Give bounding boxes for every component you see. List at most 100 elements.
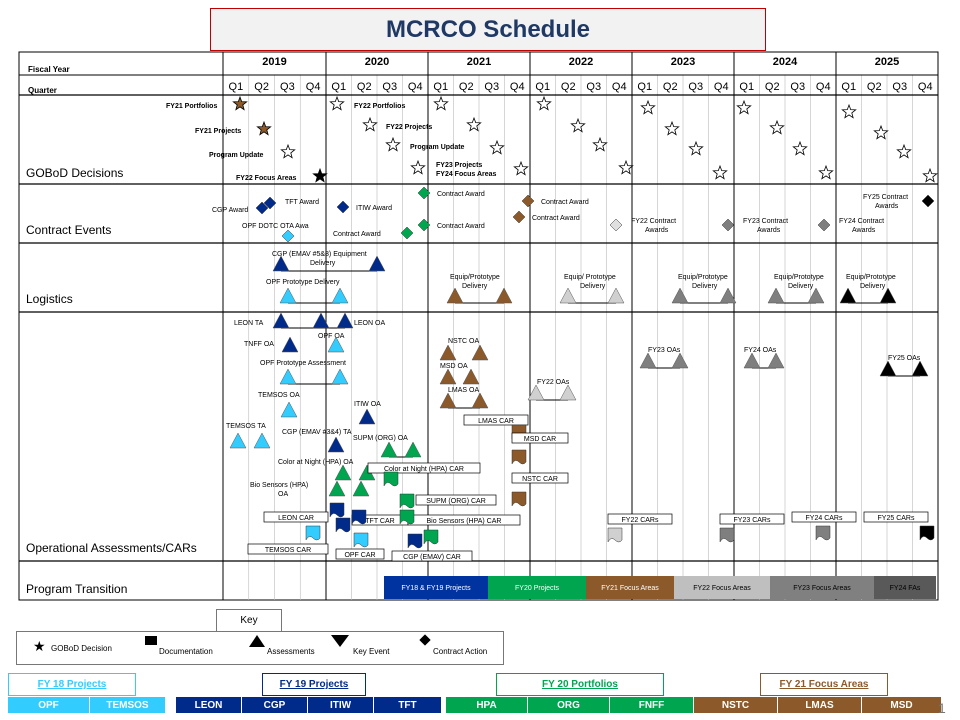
star-icon (841, 103, 857, 119)
transition-label: FY23 Focus Areas (793, 585, 851, 592)
car-label: MSD CAR (524, 436, 556, 443)
legend-cell: TEMSOS (90, 697, 166, 713)
contract-label: Contract Award (532, 215, 580, 222)
star-icon (329, 95, 345, 111)
assessment-label: SUPM (ORG) OA (353, 435, 408, 442)
car-box (391, 550, 473, 562)
document-icon (815, 525, 831, 541)
car-label: FY22 CARs (622, 517, 659, 524)
car-label: FY25 CARs (878, 515, 915, 522)
car-label: TFT CAR (365, 518, 394, 525)
gobod-label: Program Update (410, 144, 465, 151)
legend-group-title: FY 20 Portfolios (496, 673, 664, 696)
legend-group-title: FY 21 Focus Areas (760, 673, 888, 696)
diamond-icon (521, 194, 535, 208)
car-label: Color at Night (HPA) CAR (384, 466, 464, 473)
car-box (463, 414, 529, 426)
logistics-label: Equip/Prototype (846, 274, 896, 281)
assessment-label: LEON OA (354, 320, 385, 327)
gobod-label: FY22 Projects (386, 124, 432, 131)
assessment-triangle (671, 352, 689, 369)
assessment-triangle (911, 360, 929, 377)
assessment-label: LMAS OA (448, 387, 479, 394)
quarter-tick: Q1 (739, 81, 754, 93)
year-label: 2022 (569, 56, 593, 68)
key-box: ★ GOBoD Decision Documentation Assessmen… (16, 631, 504, 665)
assessment-label: CGP (EMAV #3&4) TA (282, 429, 352, 436)
star-icon (664, 120, 680, 136)
star-icon (570, 117, 586, 133)
quarter-tick: Q3 (586, 81, 601, 93)
document-icon (399, 493, 415, 509)
assessment-triangle (527, 384, 545, 401)
star-icon (896, 143, 912, 159)
star-icon (410, 159, 426, 175)
assessment-triangle (253, 432, 271, 449)
star-icon (385, 136, 401, 152)
quarter-tick: Q3 (484, 81, 499, 93)
gobod-label: FY22 Focus Areas (236, 175, 297, 182)
assessment-label: FY25 OAs (888, 355, 921, 362)
triangle-up-icon (249, 635, 265, 647)
document-icon (399, 509, 415, 525)
diamond-icon (417, 186, 431, 200)
assessment-triangle (471, 392, 489, 409)
car-box (511, 432, 569, 444)
year-label: 2025 (875, 56, 899, 68)
car-label: Bio Sensors (HPA) CAR (427, 518, 502, 525)
star-icon (466, 116, 482, 132)
row-label: Program Transition (26, 582, 127, 596)
assessment-triangle (607, 287, 625, 304)
assessment-triangle (495, 287, 513, 304)
quarter-tick: Q1 (433, 81, 448, 93)
key-contract-action: Contract Action (433, 647, 488, 656)
year-label: 2019 (262, 56, 286, 68)
assessment-triangle (331, 368, 349, 385)
assessment-label: FY24 OAs (744, 347, 777, 354)
assessment-label: ITIW OA (354, 401, 381, 408)
assessment-triangle (334, 464, 352, 481)
key-documentation: Documentation (159, 647, 213, 656)
assessment-triangle (439, 392, 457, 409)
legend-cell: NSTC (694, 697, 778, 713)
assessment-triangle (328, 480, 346, 497)
star-icon (818, 164, 834, 180)
assessment-triangle (280, 401, 298, 418)
gobod-label: FY21 Portfolios (166, 103, 217, 110)
assessment-triangle (331, 287, 349, 304)
legend-cell: HPA (446, 697, 528, 713)
legend-cell: MSD (862, 697, 942, 713)
transition-segment (488, 576, 586, 599)
diamond-icon (417, 218, 431, 232)
assessment-triangle (368, 255, 386, 272)
quarter-tick: Q3 (892, 81, 907, 93)
star-icon (688, 140, 704, 156)
diamond-icon (255, 201, 269, 215)
document-icon (407, 533, 423, 549)
assessment-triangle (671, 287, 689, 304)
car-box (335, 548, 385, 560)
gobod-label: FY22 Portfolios (354, 103, 405, 110)
assessment-triangle (272, 255, 290, 272)
assessment-triangle (471, 344, 489, 361)
assessment-label: TEMSOS TA (226, 423, 266, 430)
diamond-icon (721, 218, 735, 232)
transition-label: FY20 Projects (515, 585, 559, 592)
logistics-label: CGP (EMAV #5&8) Equipment (272, 251, 367, 258)
quarter-tick: Q1 (535, 81, 550, 93)
legend-group-title: FY 19 Projects (262, 673, 366, 696)
quarter-tick: Q1 (841, 81, 856, 93)
star-icon (922, 167, 938, 183)
assessment-triangle (327, 436, 345, 453)
legend-cell: ITIW (308, 697, 374, 713)
contract-label: Contract Award (333, 231, 381, 238)
legend-cell: FNFF (610, 697, 694, 713)
car-box (511, 472, 569, 484)
triangle-down-icon (331, 635, 349, 647)
legend-cell: TFT (374, 697, 442, 713)
contract-label: Contract Award (437, 223, 485, 230)
legend-cell: LEON (176, 697, 242, 713)
row-label: Operational Assessments/CARs (26, 541, 197, 555)
star-icon (256, 120, 272, 136)
diamond-icon (419, 634, 431, 646)
